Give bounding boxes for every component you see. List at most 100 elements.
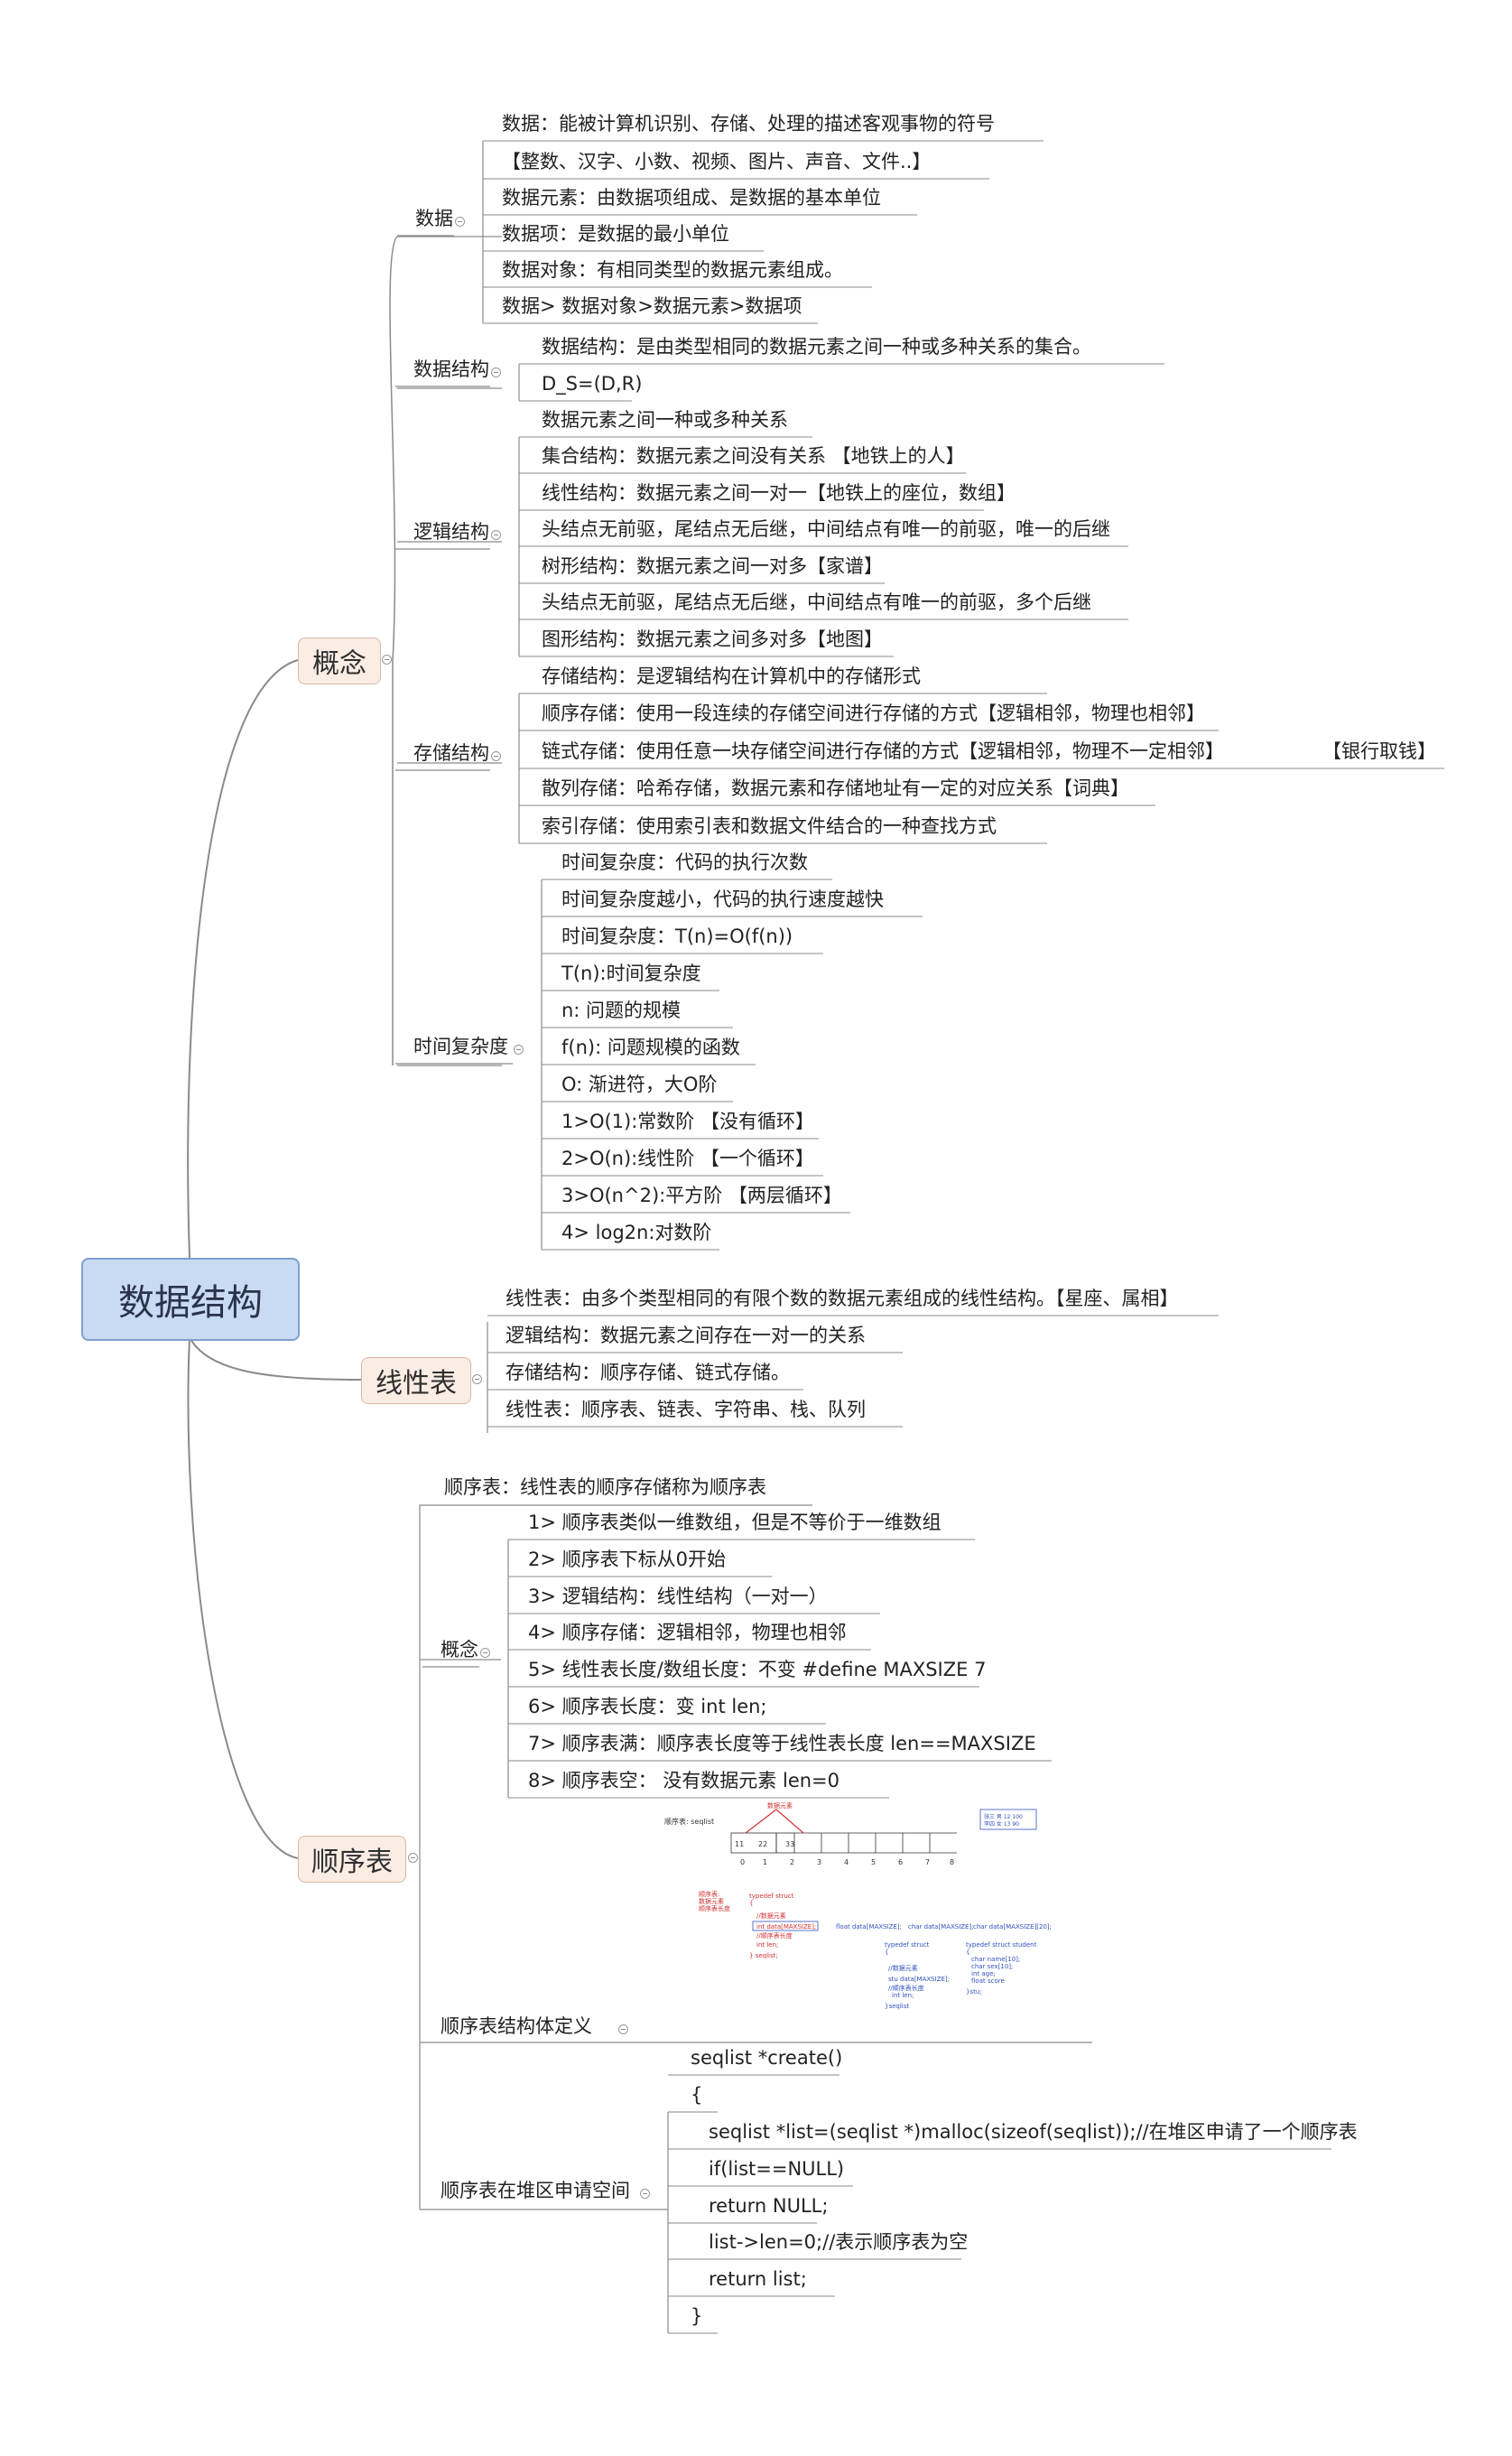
node-text[interactable]: 【整数、汉字、小数、视频、图片、声音、文件..】 (502, 151, 932, 172)
node-text[interactable]: 索引存储：使用索引表和数据文件结合的一种查找方式 (542, 815, 997, 837)
node-text[interactable]: D_S=(D,R) (542, 373, 643, 395)
collapse-icon[interactable] (640, 2189, 650, 2199)
branch-linear-list[interactable]: 线性表 (361, 1357, 471, 1404)
node-text[interactable]: 线性结构：数据元素之间一对一【地铁上的座位，数组】 (542, 482, 1016, 504)
collapse-icon[interactable] (455, 217, 465, 227)
node-text[interactable]: T(n):时间复杂度 (561, 963, 701, 984)
node-text[interactable]: 3>O(n^2):平方阶 【两层循环】 (561, 1185, 842, 1206)
sub-seq-struct[interactable]: 顺序表结构体定义 (441, 2015, 592, 2037)
root-node[interactable]: 数据结构 (81, 1258, 300, 1341)
svg-text:{: { (885, 1949, 888, 1956)
collapse-icon[interactable] (480, 1648, 490, 1658)
node-text[interactable]: 时间复杂度：代码的执行次数 (561, 851, 808, 873)
connector-line (419, 1504, 812, 1858)
node-text[interactable]: 6> 顺序表长度：变 int len; (528, 1696, 767, 1717)
collapse-icon[interactable] (408, 1853, 418, 1863)
svg-text://数据元素: //数据元素 (888, 1964, 918, 1972)
connector-line (389, 236, 398, 661)
svg-text:顺序表长度: 顺序表长度 (699, 1904, 730, 1912)
node-text[interactable]: f(n): 问题规模的函数 (561, 1037, 740, 1058)
svg-text:5: 5 (871, 1858, 876, 1866)
code-line[interactable]: list->len=0;//表示顺序表为空 (709, 2231, 969, 2253)
node-text[interactable]: 散列存储：哈希存储，数据元素和存储地址有一定的对应关系【词典】 (542, 777, 1129, 799)
code-line[interactable]: if(list==NULL) (709, 2158, 845, 2180)
collapse-icon[interactable] (491, 530, 501, 540)
svg-text:顺序表: seqlist: 顺序表: seqlist (664, 1817, 714, 1826)
node-text[interactable]: O: 渐进符，大O阶 (561, 1074, 718, 1095)
svg-text:} seqlist;: } seqlist; (749, 1952, 778, 1959)
code-line[interactable]: return NULL; (709, 2195, 829, 2217)
node-text[interactable]: 集合结构：数据元素之间没有关系 【地铁上的人】 (542, 445, 965, 467)
node-text[interactable]: 数据元素之间一种或多种关系 (542, 409, 788, 431)
svg-text:int len;: int len; (756, 1941, 778, 1949)
node-text[interactable]: 数据元素：由数据项组成、是数据的基本单位 (502, 187, 881, 209)
svg-text://数据元素: //数据元素 (756, 1912, 786, 1920)
node-text[interactable]: 顺序存储：使用一段连续的存储空间进行存储的方式【逻辑相邻，物理也相邻】 (542, 702, 1205, 724)
collapse-icon[interactable] (472, 1374, 482, 1384)
node-text[interactable]: 逻辑结构：数据元素之间存在一对一的关系 (506, 1325, 866, 1346)
node-text[interactable]: 数据项：是数据的最小单位 (502, 223, 729, 245)
node-text[interactable]: 头结点无前驱，尾结点无后继，中间结点有唯一的前驱，唯一的后继 (542, 518, 1110, 540)
svg-text:{: { (966, 1949, 969, 1956)
bank-tag[interactable]: 【银行取钱】 (1322, 740, 1436, 762)
node-text[interactable]: 时间复杂度：T(n)=O(f(n)) (561, 926, 793, 947)
code-line[interactable]: seqlist *create() (691, 2047, 843, 2069)
node-text[interactable]: 1> 顺序表类似一维数组，但是不等价于一维数组 (528, 1512, 942, 1533)
node-text[interactable]: 2> 顺序表下标从0开始 (528, 1549, 726, 1570)
svg-text:typedef struct: typedef struct (885, 1941, 930, 1949)
node-text[interactable]: n: 问题的规模 (561, 1000, 682, 1021)
collapse-icon[interactable] (491, 367, 501, 377)
connector-line (187, 1336, 299, 1859)
node-text[interactable]: 线性表：顺序表、链表、字符串、栈、队列 (506, 1399, 866, 1420)
node-text[interactable]: 头结点无前驱，尾结点无后继，中间结点有唯一的前驱，多个后继 (542, 591, 1091, 613)
node-text[interactable]: 2>O(n):线性阶 【一个循环】 (561, 1148, 814, 1169)
node-text[interactable]: 7> 顺序表满：顺序表长度等于线性表长度 len==MAXSIZE (528, 1733, 1036, 1754)
branch-concept[interactable]: 概念 (298, 637, 381, 684)
collapse-icon[interactable] (514, 1045, 524, 1055)
node-text[interactable]: 数据> 数据对象>数据元素>数据项 (502, 295, 802, 317)
code-line[interactable]: return list; (709, 2268, 807, 2290)
node-text[interactable]: 存储结构：顺序存储、链式存储。 (506, 1362, 790, 1383)
sub-data[interactable]: 数据 (415, 208, 453, 229)
svg-text://顺序表长度: //顺序表长度 (888, 1984, 924, 1992)
node-text[interactable]: 3> 逻辑结构：线性结构（一对一） (528, 1586, 828, 1607)
node-text[interactable]: 4> 顺序存储：逻辑相邻，物理也相邻 (528, 1622, 847, 1643)
svg-text:typedef struct: typedef struct (749, 1893, 794, 1900)
branch-sequential-list[interactable]: 顺序表 (298, 1836, 406, 1883)
node-text[interactable]: 1>O(1):常数阶 【没有循环】 (561, 1111, 814, 1132)
node-text[interactable]: 树形结构：数据元素之间一对多【家谱】 (542, 555, 883, 577)
node-text[interactable]: 存储结构：是逻辑结构在计算机中的存储形式 (542, 665, 921, 687)
sub-storage-structure[interactable]: 存储结构 (413, 742, 489, 764)
svg-text:int len;: int len; (892, 1992, 914, 1999)
node-text[interactable]: 数据：能被计算机识别、存储、处理的描述客观事物的符号 (502, 113, 995, 135)
collapse-icon[interactable] (491, 751, 501, 761)
node-text[interactable]: 链式存储：使用任意一块存储空间进行存储的方式【逻辑相邻，物理不一定相邻】 (542, 740, 1224, 762)
node-text[interactable]: 数据结构：是由类型相同的数据元素之间一种或多种关系的集合。 (542, 336, 1091, 358)
node-text[interactable]: 图形结构：数据元素之间多对多【地图】 (542, 628, 883, 650)
svg-text:1: 1 (763, 1858, 767, 1866)
svg-text:char data[MAXSIZE];: char data[MAXSIZE]; (908, 1923, 974, 1930)
svg-text:11: 11 (735, 1840, 744, 1848)
node-text[interactable]: 5> 线性表长度/数组长度：不变 #define MAXSIZE 7 (528, 1659, 987, 1680)
connector-line (189, 1336, 362, 1381)
collapse-icon[interactable] (382, 655, 392, 665)
sub-time-complexity[interactable]: 时间复杂度 (413, 1036, 508, 1057)
sub-data-structure[interactable]: 数据结构 (413, 358, 489, 380)
svg-text:数据元素: 数据元素 (767, 1801, 793, 1809)
node-text[interactable]: 线性表：由多个类型相同的有限个数的数据元素组成的线性结构。【星座、属相】 (506, 1288, 1179, 1309)
node-text[interactable]: 8> 顺序表空： 没有数据元素 len=0 (528, 1770, 840, 1791)
collapse-icon[interactable] (618, 2024, 628, 2034)
sub-seq-concept[interactable]: 概念 (441, 1639, 478, 1661)
sub-seq-heap[interactable]: 顺序表在堆区申请空间 (441, 2180, 630, 2201)
svg-text:0: 0 (740, 1858, 745, 1866)
seq-definition[interactable]: 顺序表：线性表的顺序存储称为顺序表 (444, 1476, 766, 1498)
code-line[interactable]: { (691, 2084, 703, 2106)
node-text[interactable]: 时间复杂度越小，代码的执行速度越快 (561, 888, 884, 910)
node-text[interactable]: 4> log2n:对数阶 (561, 1222, 712, 1243)
code-line[interactable]: seqlist *list=(seqlist *)malloc(sizeof(s… (709, 2121, 1358, 2143)
node-text[interactable]: 数据对象：有相同类型的数据元素组成。 (502, 259, 843, 281)
sub-logic-structure[interactable]: 逻辑结构 (413, 521, 489, 543)
svg-text:李四 女 13 90: 李四 女 13 90 (984, 1820, 1019, 1828)
code-line[interactable]: } (691, 2305, 703, 2327)
